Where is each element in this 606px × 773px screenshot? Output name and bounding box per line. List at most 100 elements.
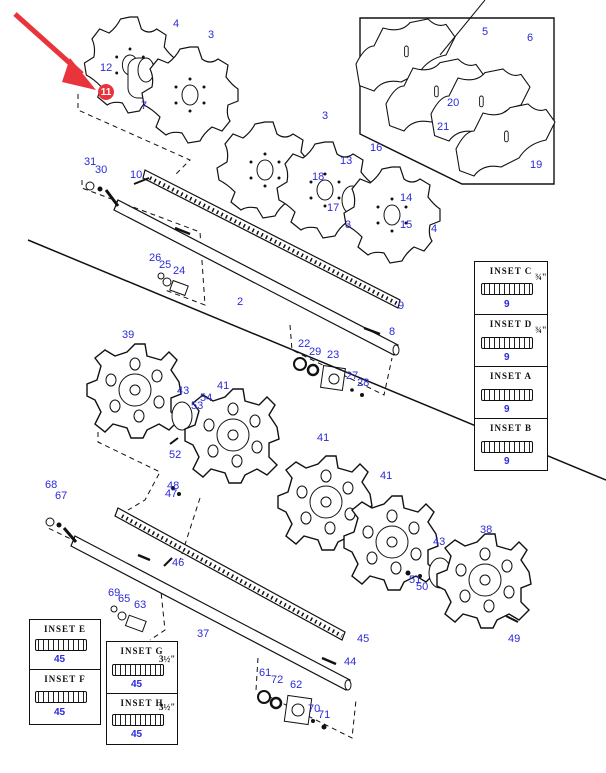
- nut-30: [97, 186, 103, 192]
- part-label-70[interactable]: 70: [308, 703, 321, 715]
- bolt-10: [133, 177, 150, 185]
- part-label-9[interactable]: 9: [398, 300, 405, 312]
- sprocket-3-upper: [141, 46, 239, 144]
- part-label-43[interactable]: 43: [433, 536, 446, 548]
- part-label-20[interactable]: 20: [447, 97, 460, 109]
- part-label-10[interactable]: 10: [130, 169, 143, 181]
- part-label-72[interactable]: 72: [271, 674, 284, 686]
- part-label-14[interactable]: 14: [400, 192, 413, 204]
- part-label-26[interactable]: 26: [149, 252, 162, 264]
- part-label-21[interactable]: 21: [437, 121, 450, 133]
- part-label-5[interactable]: 5: [482, 26, 489, 38]
- part-label-16[interactable]: 16: [370, 142, 383, 154]
- part-label-37[interactable]: 37: [197, 628, 210, 640]
- part-label-3[interactable]: 3: [208, 29, 215, 41]
- part-label-18[interactable]: 18: [312, 171, 325, 183]
- part-label-13[interactable]: 13: [340, 155, 353, 167]
- part-label-3[interactable]: 3: [322, 110, 329, 122]
- part-label-43[interactable]: 43: [177, 385, 190, 397]
- inset-d: INSET D ¾" 9: [475, 315, 547, 367]
- part-label-25[interactable]: 25: [159, 259, 172, 271]
- slat-strip: [481, 389, 533, 401]
- part-label-4[interactable]: 4: [173, 18, 180, 30]
- part-label-53[interactable]: 53: [191, 400, 204, 412]
- part-label-46[interactable]: 46: [172, 557, 185, 569]
- part-label-24[interactable]: 24: [173, 265, 186, 277]
- part-label-7[interactable]: 7: [141, 100, 148, 112]
- slat-strip: [35, 639, 87, 651]
- part-label-30[interactable]: 30: [95, 164, 108, 176]
- slat-strip: [481, 337, 533, 349]
- sprocket-38: [436, 533, 532, 629]
- part-label-52[interactable]: 52: [169, 449, 182, 461]
- part-label-61[interactable]: 61: [259, 667, 272, 679]
- part-label-17[interactable]: 17: [327, 202, 340, 214]
- pointer-arrowhead: [62, 58, 96, 90]
- slat-strip: [112, 664, 164, 676]
- part-label-31[interactable]: 31: [84, 156, 97, 168]
- part-65: [117, 611, 127, 621]
- shaft-2: [113, 199, 399, 356]
- part-label-48[interactable]: 48: [167, 480, 180, 492]
- part-label-50[interactable]: 50: [416, 581, 429, 593]
- part-label-6[interactable]: 6: [527, 32, 534, 44]
- inset-part-label[interactable]: 45: [131, 729, 143, 740]
- inset-part-label[interactable]: 45: [54, 654, 66, 665]
- part-label-29[interactable]: 29: [309, 346, 322, 358]
- part-label-12[interactable]: 12: [100, 62, 113, 74]
- part-label-4[interactable]: 4: [431, 223, 438, 235]
- part-label-68[interactable]: 68: [45, 479, 58, 491]
- bearing-61: [257, 690, 271, 704]
- part-label-2[interactable]: 2: [237, 296, 244, 308]
- part-label-15[interactable]: 15: [400, 219, 413, 231]
- slat-strip: [481, 441, 533, 453]
- inset-part-label[interactable]: 45: [54, 707, 66, 718]
- part-label-51[interactable]: 51: [409, 574, 422, 586]
- coupler-24: [169, 279, 189, 297]
- hub-43-left: [171, 401, 193, 431]
- highlighted-part-11-marker[interactable]: 11: [98, 84, 114, 100]
- part-label-49[interactable]: 49: [508, 633, 521, 645]
- part-label-67[interactable]: 67: [55, 490, 68, 502]
- part-label-54[interactable]: 54: [200, 392, 213, 404]
- part-label-63[interactable]: 63: [134, 599, 147, 611]
- inset-c: INSET C ¾" 9: [475, 262, 547, 315]
- inset-panel-left: INSET E 45 INSET F 45: [29, 619, 101, 725]
- inset-g: INSET G 3½" 45: [107, 642, 177, 694]
- seal-29: [306, 363, 320, 377]
- part-label-39[interactable]: 39: [122, 329, 135, 341]
- key-44: [321, 656, 337, 666]
- bearing-22: [293, 357, 307, 371]
- part-label-47[interactable]: 47: [165, 488, 178, 500]
- inset-part-label[interactable]: 9: [504, 404, 510, 415]
- part-label-62[interactable]: 62: [290, 679, 303, 691]
- shaft-37: [70, 535, 351, 691]
- part-label-3[interactable]: 3: [345, 219, 352, 231]
- inset-e: INSET E 45: [30, 620, 100, 670]
- part-label-38[interactable]: 38: [480, 524, 493, 536]
- part-label-27[interactable]: 27: [346, 370, 359, 382]
- part-label-22[interactable]: 22: [298, 338, 311, 350]
- part-label-28[interactable]: 28: [357, 377, 370, 389]
- part-label-41[interactable]: 41: [217, 380, 230, 392]
- part-label-71[interactable]: 71: [318, 709, 331, 721]
- part-label-65[interactable]: 65: [118, 593, 131, 605]
- part-label-8[interactable]: 8: [389, 326, 396, 338]
- washer-31: [85, 181, 95, 191]
- inset-part-label[interactable]: 9: [504, 299, 510, 310]
- nut-67: [56, 522, 62, 528]
- inset-part-label[interactable]: 9: [504, 352, 510, 363]
- key-8-upper: [174, 226, 191, 236]
- inset-part-label[interactable]: 9: [504, 456, 510, 467]
- part-label-41[interactable]: 41: [317, 432, 330, 444]
- part-label-19[interactable]: 19: [530, 159, 543, 171]
- part-label-45[interactable]: 45: [357, 633, 370, 645]
- part-label-44[interactable]: 44: [344, 656, 357, 668]
- part-label-69[interactable]: 69: [108, 587, 121, 599]
- inset-part-label[interactable]: 45: [131, 679, 143, 690]
- part-label-41[interactable]: 41: [380, 470, 393, 482]
- inset-f: INSET F 45: [30, 670, 100, 724]
- part-label-23[interactable]: 23: [327, 349, 340, 361]
